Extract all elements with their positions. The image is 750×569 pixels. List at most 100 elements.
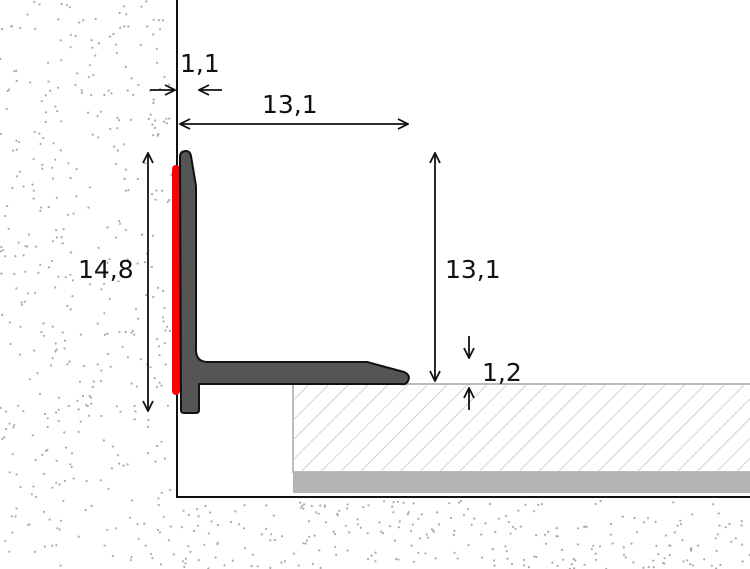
plaster-dot — [407, 510, 410, 514]
plaster-dot — [544, 533, 547, 536]
plaster-dot — [30, 493, 33, 496]
plaster-dot — [609, 533, 612, 536]
plaster-dot — [359, 526, 362, 529]
plaster-dot — [48, 518, 51, 521]
plaster-dot — [163, 120, 166, 123]
plaster-dot — [434, 557, 437, 560]
plaster-dot — [113, 145, 116, 148]
plaster-dot — [657, 553, 660, 556]
plaster-dot — [153, 126, 157, 129]
plaster-dot — [28, 378, 31, 381]
plaster-dot — [265, 504, 268, 507]
plaster-dot — [540, 503, 543, 506]
plaster-dot — [108, 258, 111, 261]
plaster-dot — [59, 39, 62, 42]
plaster-dot — [38, 3, 41, 6]
plaster-dot — [106, 352, 109, 356]
plaster-dot — [313, 534, 316, 537]
plaster-dot — [31, 434, 34, 437]
plaster-dot — [156, 338, 159, 341]
plaster-dot — [374, 551, 377, 554]
plaster-dot — [6, 89, 9, 93]
plaster-dot — [210, 520, 213, 523]
plaster-dot — [130, 382, 133, 385]
plaster-dot — [152, 98, 155, 101]
plaster-dot — [574, 559, 577, 562]
plaster-dot — [301, 504, 304, 507]
plaster-dot — [728, 522, 731, 526]
plaster-dot — [90, 93, 93, 97]
plaster-dot — [161, 19, 165, 22]
plaster-dot — [102, 282, 106, 285]
plaster-dot — [457, 501, 461, 504]
plaster-dot — [716, 533, 719, 536]
plaster-dot — [83, 364, 86, 368]
plaster-dot — [297, 564, 300, 567]
plaster-dot — [126, 356, 129, 359]
plaster-dot — [621, 515, 624, 518]
plaster-dot — [357, 523, 360, 526]
plaster-dot — [63, 347, 66, 350]
plaster-dot — [154, 460, 157, 463]
plaster-dot — [41, 167, 44, 170]
plaster-dot — [96, 114, 99, 118]
plaster-dot — [734, 537, 737, 540]
plaster-dot — [97, 42, 100, 45]
plaster-dot — [346, 549, 349, 552]
plaster-dot — [26, 13, 29, 16]
plaster-dot — [654, 520, 657, 524]
plaster-dot — [75, 195, 78, 198]
plaster-dot — [643, 521, 646, 524]
plaster-dot — [462, 514, 465, 517]
plaster-dot — [61, 242, 64, 245]
plaster-dot — [136, 523, 139, 526]
plaster-dot — [151, 556, 154, 560]
plaster-dot — [62, 499, 65, 503]
plaster-dot — [42, 334, 46, 337]
plaster-dot — [66, 304, 69, 307]
plaster-dot — [51, 166, 54, 169]
plaster-dot — [378, 521, 381, 524]
plaster-dot — [51, 240, 55, 243]
plaster-dot — [184, 562, 187, 565]
plaster-dot — [453, 529, 456, 533]
plaster-dot — [599, 500, 602, 503]
plaster-dot — [122, 5, 126, 8]
plaster-dot — [47, 266, 51, 269]
plaster-dot — [5, 107, 8, 110]
plaster-dot — [315, 511, 318, 514]
plaster-dot — [130, 331, 133, 334]
plaster-dot — [533, 510, 536, 513]
plaster-dot — [149, 113, 152, 116]
plaster-dot — [160, 440, 163, 443]
plaster-dot — [544, 542, 548, 545]
plaster-dot — [41, 163, 44, 166]
plaster-dot — [163, 306, 166, 309]
plaster-dot — [15, 79, 18, 82]
plaster-dot — [189, 550, 192, 554]
plaster-dot — [103, 333, 107, 336]
plaster-dot — [77, 430, 80, 433]
plaster-dot — [34, 27, 37, 30]
plaster-dot — [0, 250, 2, 253]
plaster-dot — [161, 189, 164, 192]
plaster-dot — [10, 25, 14, 28]
plaster-dot — [679, 519, 682, 522]
plaster-dot — [663, 557, 666, 560]
plaster-dot — [55, 459, 58, 462]
plaster-dot — [682, 560, 685, 563]
plaster-dot — [317, 512, 320, 515]
plaster-dot — [299, 506, 303, 509]
plaster-dot — [307, 520, 311, 523]
plaster-dot — [338, 509, 341, 512]
plaster-dot — [67, 162, 70, 165]
plaster-dot — [318, 549, 321, 552]
plaster-dot — [168, 117, 171, 120]
plaster-dot — [139, 358, 142, 361]
plaster-dot — [103, 544, 106, 547]
plaster-dot — [85, 404, 88, 407]
plaster-dot — [46, 425, 49, 429]
plaster-dot — [356, 518, 359, 521]
plaster-dot — [116, 127, 119, 130]
plaster-dot — [243, 504, 246, 507]
